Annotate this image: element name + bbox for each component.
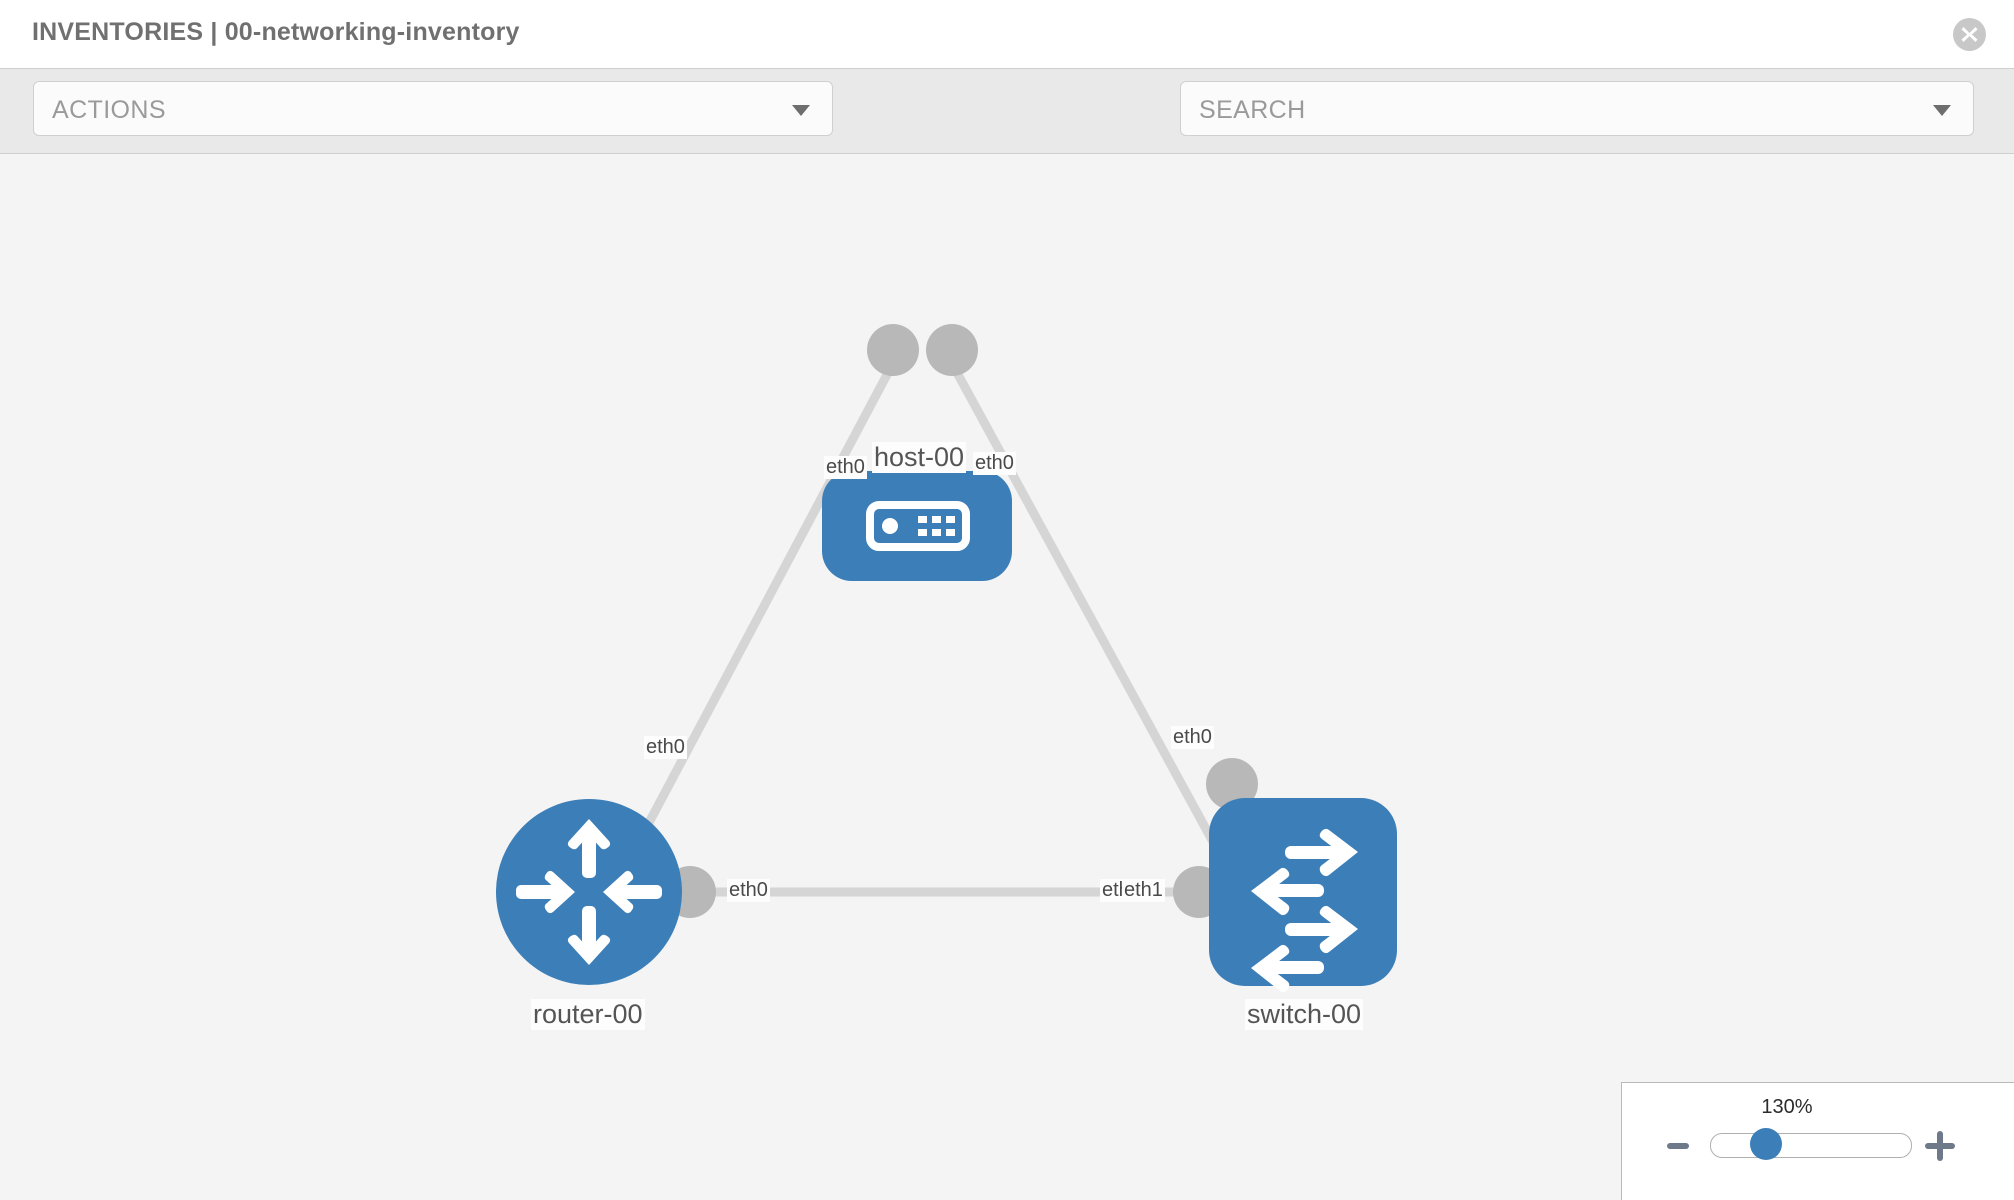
link-host-router xyxy=(606,366,894,899)
server-icon xyxy=(866,501,970,551)
zoom-control-panel: 130% xyxy=(1621,1082,2014,1200)
topology-graph xyxy=(496,324,1397,993)
iface-label: eth0 xyxy=(824,456,867,479)
chevron-down-icon xyxy=(792,105,810,116)
node-label-switch-00: switch-00 xyxy=(1245,999,1364,1030)
close-icon[interactable] xyxy=(1953,18,1986,51)
node-host-00-shape[interactable] xyxy=(822,471,1012,581)
switch-arrows-icon xyxy=(1251,828,1358,993)
iface-label: eth0 xyxy=(727,879,770,902)
endpoint-switch-top xyxy=(1206,758,1258,810)
zoom-in-button[interactable] xyxy=(1925,1131,1955,1161)
iface-label: eth0 xyxy=(644,736,687,759)
actions-dropdown-label: ACTIONS xyxy=(52,96,166,124)
node-router-00-shape[interactable] xyxy=(496,799,682,985)
toolbar: ACTIONS SEARCH xyxy=(0,68,2014,204)
page-header: INVENTORIES | 00-networking-inventory xyxy=(0,0,2014,68)
search-input[interactable]: SEARCH xyxy=(1180,81,1974,136)
node-switch-00[interactable] xyxy=(1209,798,1397,993)
router-arrows-icon xyxy=(516,819,662,965)
zoom-out-button[interactable] xyxy=(1667,1143,1689,1149)
actions-dropdown[interactable]: ACTIONS xyxy=(33,81,833,136)
node-label-host-00: host-00 xyxy=(872,442,967,473)
chevron-down-icon xyxy=(1933,105,1951,116)
zoom-percent-label: 130% xyxy=(1761,1096,1813,1118)
search-input-placeholder: SEARCH xyxy=(1199,96,1306,124)
node-label-router-00: router-00 xyxy=(531,999,645,1030)
endpoint-host-left xyxy=(867,324,919,376)
node-host-00[interactable] xyxy=(822,471,1012,581)
iface-label: eth1 xyxy=(1122,879,1165,902)
topology-canvas[interactable]: host-00 router-00 switch-00 eth0 eth0 et… xyxy=(0,154,2014,1200)
iface-label: eth0 xyxy=(973,452,1016,475)
iface-label: eth0 xyxy=(1171,726,1214,749)
link-host-switch xyxy=(951,366,1252,909)
endpoint-host-right xyxy=(926,324,978,376)
zoom-slider-thumb[interactable] xyxy=(1750,1128,1782,1160)
node-router-00[interactable] xyxy=(496,799,682,985)
page-title: INVENTORIES | 00-networking-inventory xyxy=(32,18,520,46)
zoom-slider-track[interactable] xyxy=(1710,1133,1912,1158)
